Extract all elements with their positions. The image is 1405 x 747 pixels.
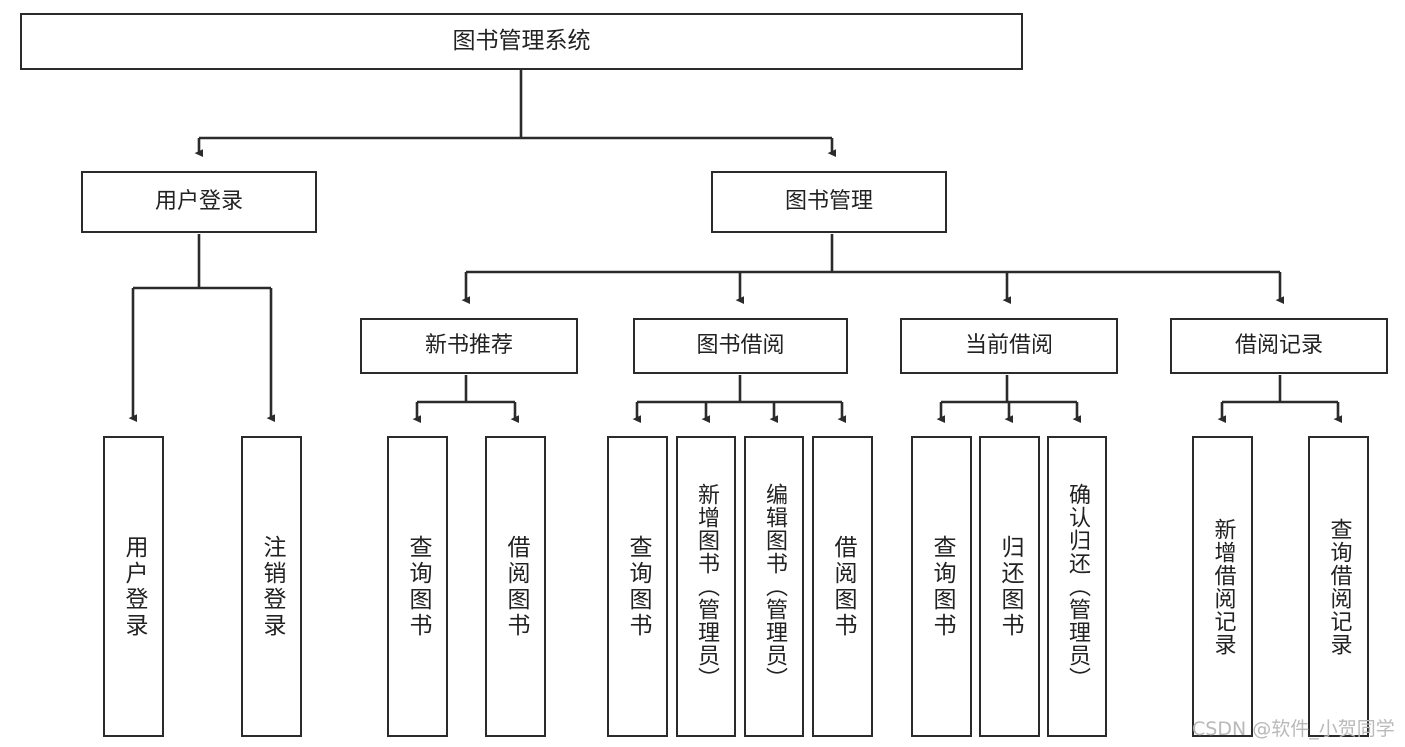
- leaf-add-book-admin[interactable]: 新增图书（管理员）: [676, 436, 736, 737]
- leaf-borrow-book-2[interactable]: 借阅图书: [812, 436, 873, 737]
- node-label: 新书推荐: [424, 333, 513, 359]
- node-label: 确认归还（管理员）: [1065, 483, 1090, 690]
- node-label: 借阅记录: [1234, 333, 1323, 359]
- node-book-management-system[interactable]: 图书管理系统: [20, 13, 1023, 70]
- node-label: 注销登录: [259, 534, 285, 639]
- node-label: 用户登录: [154, 189, 243, 215]
- node-label: 新增图书（管理员）: [694, 483, 719, 690]
- leaf-return-book[interactable]: 归还图书: [979, 436, 1040, 737]
- leaf-logout-login[interactable]: 注销登录: [241, 436, 302, 737]
- node-label: 查询图书: [625, 534, 651, 639]
- node-label: 编辑图书（管理员）: [762, 483, 787, 690]
- node-current-borrowing[interactable]: 当前借阅: [900, 318, 1118, 374]
- node-book-borrowing[interactable]: 图书借阅: [633, 318, 848, 374]
- leaf-borrow-book-1[interactable]: 借阅图书: [485, 436, 546, 737]
- node-label: 图书借阅: [696, 333, 785, 359]
- node-label: 新增借阅记录: [1210, 517, 1236, 656]
- node-label: 查询图书: [929, 534, 955, 639]
- node-label: 图书管理系统: [452, 27, 591, 54]
- leaf-confirm-return-admin[interactable]: 确认归还（管理员）: [1047, 436, 1107, 737]
- leaf-edit-book-admin[interactable]: 编辑图书（管理员）: [744, 436, 804, 737]
- leaf-add-borrow-record[interactable]: 新增借阅记录: [1192, 436, 1253, 737]
- leaf-query-borrow-record[interactable]: 查询借阅记录: [1308, 436, 1369, 737]
- leaf-user-login[interactable]: 用户登录: [103, 436, 164, 737]
- node-label: 借阅图书: [830, 534, 856, 639]
- node-label: 当前借阅: [964, 333, 1053, 359]
- node-borrow-records[interactable]: 借阅记录: [1170, 318, 1388, 374]
- leaf-query-book-3[interactable]: 查询图书: [911, 436, 972, 737]
- node-label: 查询借阅记录: [1326, 517, 1352, 656]
- leaf-query-book-1[interactable]: 查询图书: [387, 436, 448, 737]
- node-user-login[interactable]: 用户登录: [81, 171, 317, 233]
- node-label: 查询图书: [405, 534, 431, 639]
- node-label: 用户登录: [121, 534, 147, 639]
- node-label: 图书管理: [784, 189, 873, 215]
- csdn-watermark: CSDN @软件_小贺同学: [1192, 718, 1395, 740]
- node-label: 借阅图书: [503, 534, 529, 639]
- node-book-management[interactable]: 图书管理: [711, 171, 947, 233]
- node-label: 归还图书: [997, 534, 1023, 639]
- leaf-query-book-2[interactable]: 查询图书: [607, 436, 668, 737]
- node-new-book-recommendation[interactable]: 新书推荐: [360, 318, 578, 374]
